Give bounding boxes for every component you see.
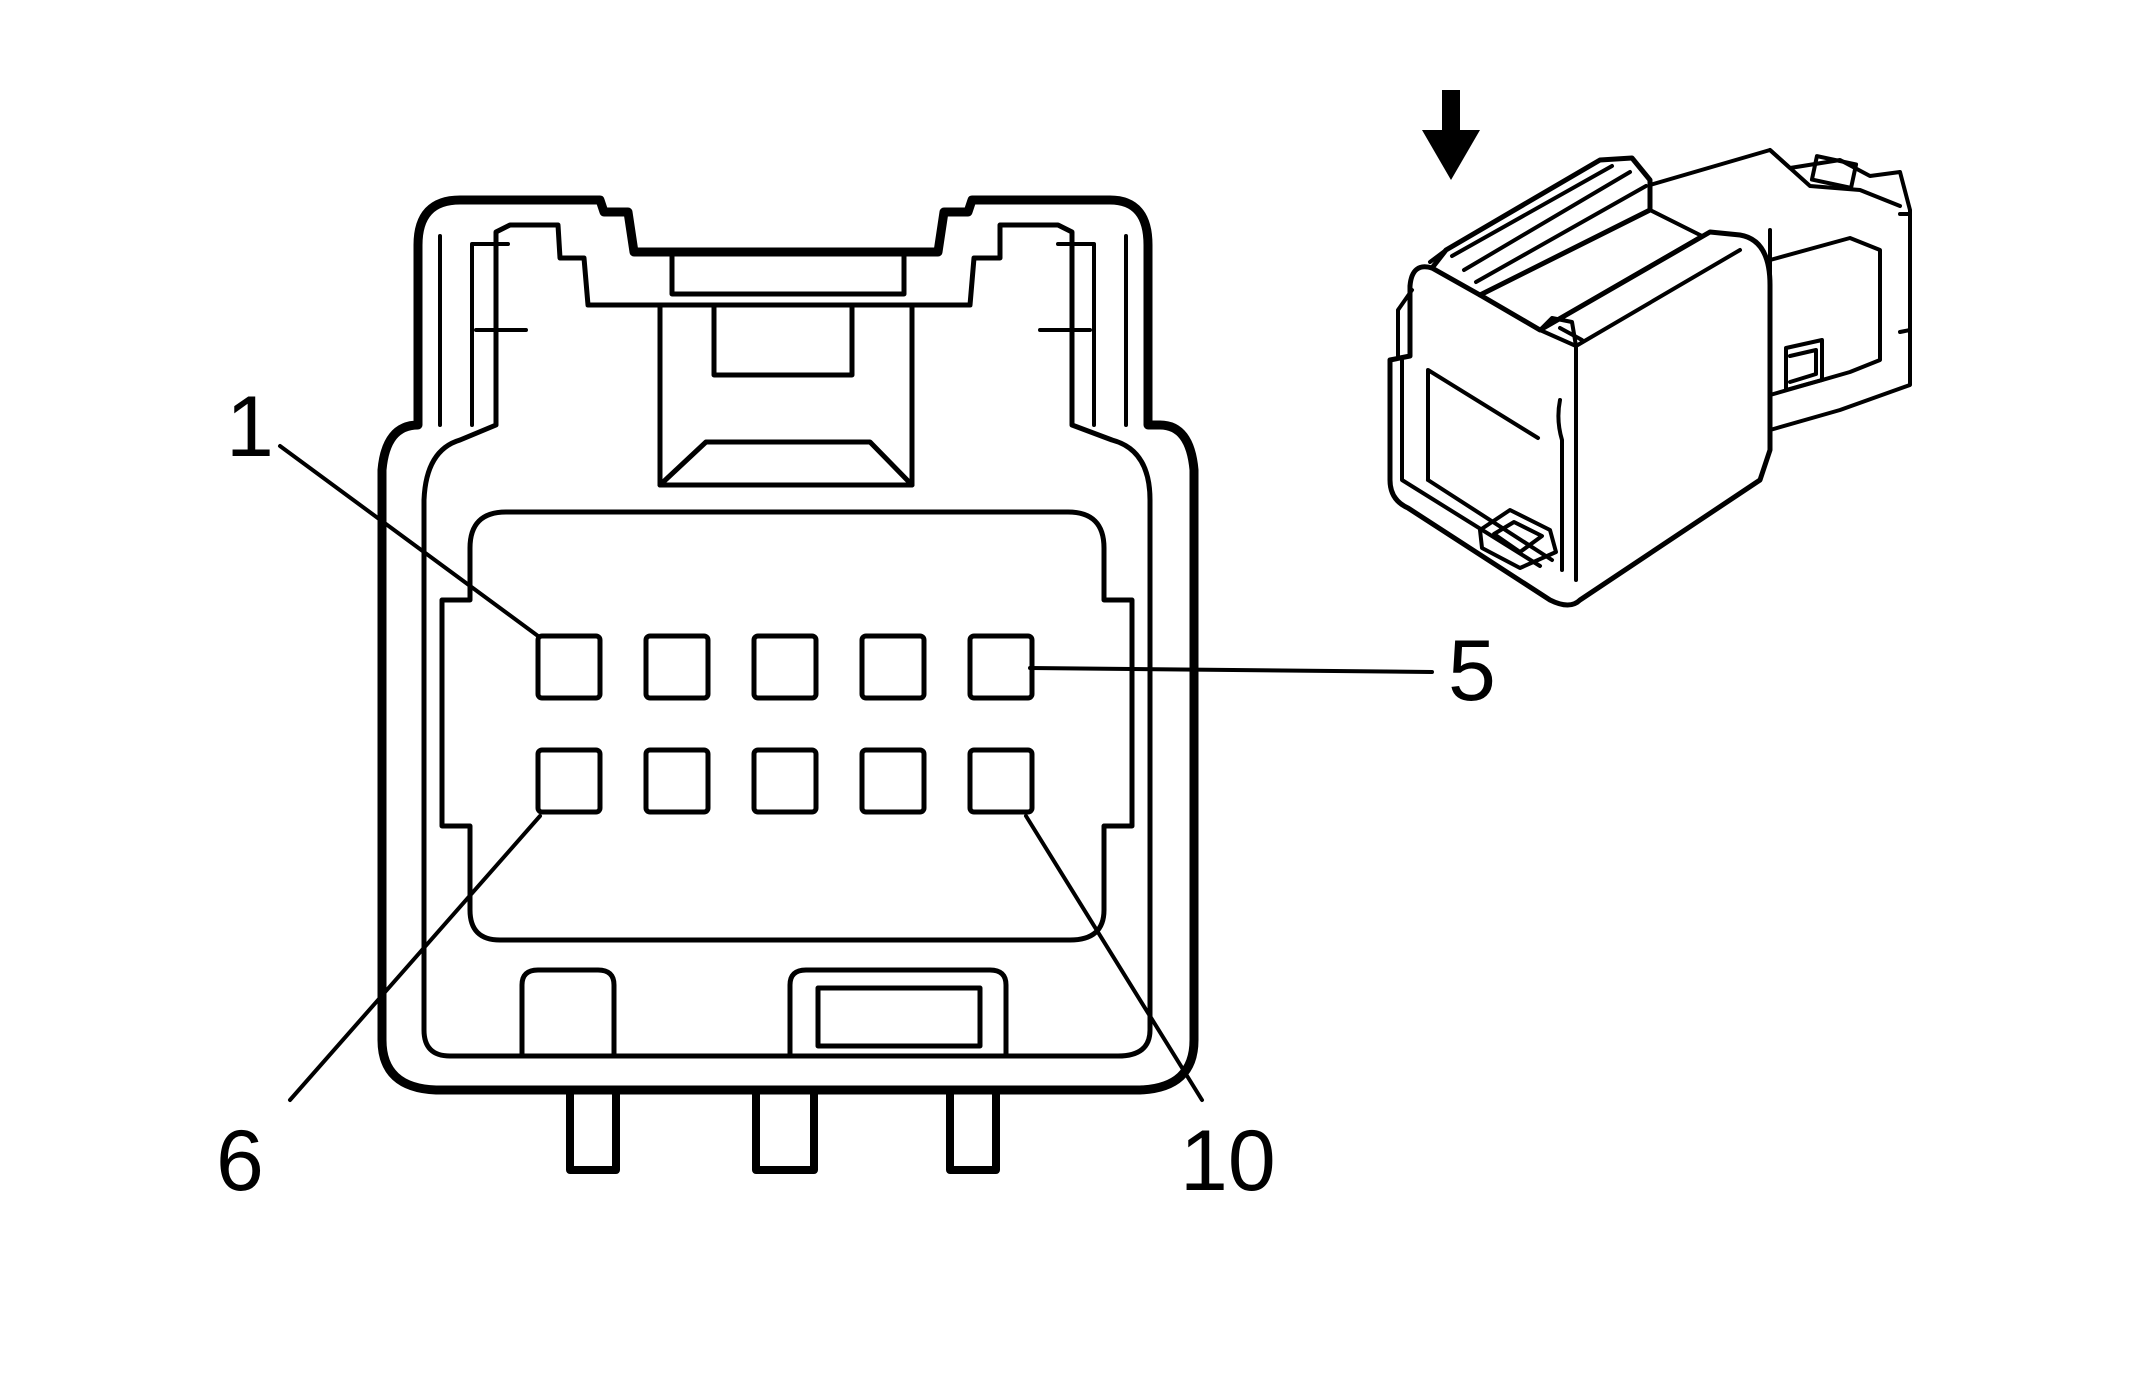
leader-line-pin-10 (1024, 814, 1204, 1102)
front-side-panel (1538, 248, 1742, 582)
bottom-key-right (787, 967, 1009, 1059)
pin-cavity-10 (967, 747, 1035, 815)
terminal-left (566, 1088, 620, 1174)
front-inner-cavity (1400, 358, 1554, 568)
bottom-key-window (815, 985, 983, 1049)
pin-grid (535, 633, 1035, 815)
pin-cavity-3 (751, 633, 819, 701)
label-pin-1: 1 (226, 379, 274, 475)
pin-cavity-2 (643, 633, 711, 701)
pin-cavity-5 (967, 633, 1035, 701)
front-left-edge (1396, 248, 1448, 360)
bottom-key-left (519, 967, 617, 1059)
pin-cavity-1 (535, 633, 603, 701)
left-rib (438, 234, 528, 427)
locking-latch-bevel (657, 439, 915, 488)
pin-cavity-6 (535, 747, 603, 815)
pin-cavity-4 (859, 633, 927, 701)
top-latch-window (669, 249, 907, 297)
front-body-outline (1387, 229, 1773, 608)
terminal-right (946, 1088, 1000, 1174)
label-pin-10: 10 (1180, 1113, 1276, 1209)
label-pin-5: 5 (1448, 623, 1496, 719)
terminal-center (752, 1088, 818, 1174)
label-pin-6: 6 (216, 1113, 264, 1209)
arrow-down-icon (1422, 90, 1480, 180)
rear-side-detail (1768, 236, 1882, 397)
leader-line-pin-1 (278, 444, 540, 638)
rear-latch-tab (1809, 154, 1859, 190)
rear-slot (1784, 338, 1824, 392)
rear-body (1648, 148, 1912, 432)
front-window (1478, 208, 1704, 332)
front-lower-slot (1478, 508, 1558, 570)
pin-cavity-frame (439, 509, 1135, 943)
right-rib (1038, 234, 1128, 427)
rear-corner-notches (1898, 212, 1912, 352)
leader-line-pin-5 (1028, 666, 1434, 674)
housing-outline (377, 195, 1199, 1095)
rear-body-top (1768, 148, 1902, 208)
locking-latch-slot (711, 302, 855, 378)
leader-lines (278, 444, 1434, 1102)
connector-3d-view (1387, 148, 1912, 608)
pin-cavity-7 (643, 747, 711, 815)
front-latch-hook (1538, 316, 1578, 572)
connector-front-view: 1 5 6 10 (216, 195, 1496, 1209)
bottom-terminals (566, 1088, 1000, 1174)
locking-latch (657, 302, 915, 488)
housing-inner-outline (421, 222, 1153, 1059)
front-top-ridges (1450, 164, 1648, 284)
pin-cavity-9 (859, 747, 927, 815)
pin-cavity-8 (751, 747, 819, 815)
leader-line-pin-6 (288, 814, 542, 1102)
